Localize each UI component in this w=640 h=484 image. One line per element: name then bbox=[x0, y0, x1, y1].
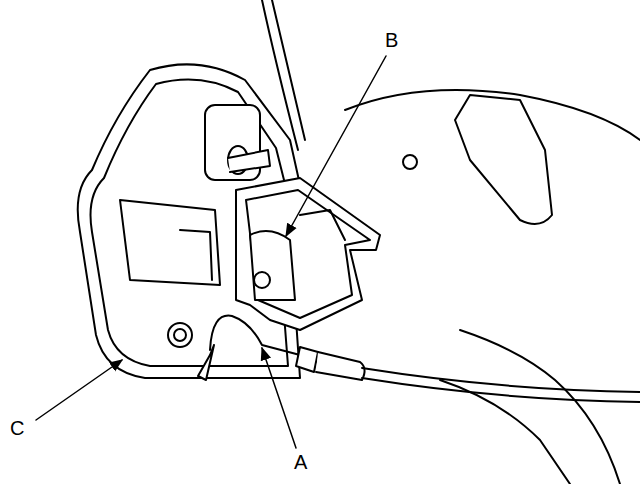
mount-hole bbox=[168, 323, 192, 347]
wire-connector bbox=[296, 347, 318, 372]
leader-line bbox=[286, 56, 386, 236]
switch-bracket bbox=[300, 210, 345, 240]
wire-harness bbox=[210, 316, 300, 355]
frame-line bbox=[272, 0, 305, 140]
striker-pin bbox=[228, 150, 270, 172]
leader-line bbox=[36, 360, 122, 420]
switch-body bbox=[254, 272, 270, 288]
part-letter: B bbox=[383, 30, 400, 50]
wire-connector bbox=[316, 352, 365, 380]
door-panel-cutout bbox=[455, 95, 552, 224]
door-panel bbox=[460, 330, 620, 484]
switch-bracket bbox=[246, 190, 370, 318]
wire-harness bbox=[362, 378, 640, 402]
part-letter: A bbox=[292, 452, 309, 472]
latch-plate bbox=[120, 200, 220, 285]
mount-hole bbox=[174, 329, 186, 341]
switch-bracket bbox=[236, 178, 380, 330]
leader-line bbox=[262, 348, 296, 448]
part-letter: C bbox=[8, 418, 26, 438]
wire-terminal bbox=[198, 345, 214, 380]
door-hole bbox=[403, 155, 417, 169]
latch-plate bbox=[180, 230, 212, 280]
switch-body bbox=[250, 231, 295, 300]
wire-harness bbox=[362, 368, 640, 392]
